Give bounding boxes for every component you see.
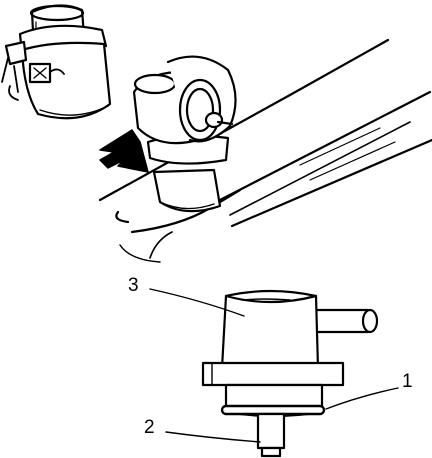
installed-regulator xyxy=(132,55,237,213)
callout-1: 1 xyxy=(402,371,413,392)
leader-line-3 xyxy=(149,288,245,317)
inset-regulator xyxy=(1,4,112,120)
leader-line-2 xyxy=(165,431,261,443)
leader-lines xyxy=(149,288,399,443)
callout-2: 2 xyxy=(144,417,155,438)
callout-3: 3 xyxy=(128,275,139,296)
leader-line-1 xyxy=(325,387,399,410)
direction-arrow xyxy=(99,129,149,173)
regulator-detail xyxy=(201,289,379,458)
